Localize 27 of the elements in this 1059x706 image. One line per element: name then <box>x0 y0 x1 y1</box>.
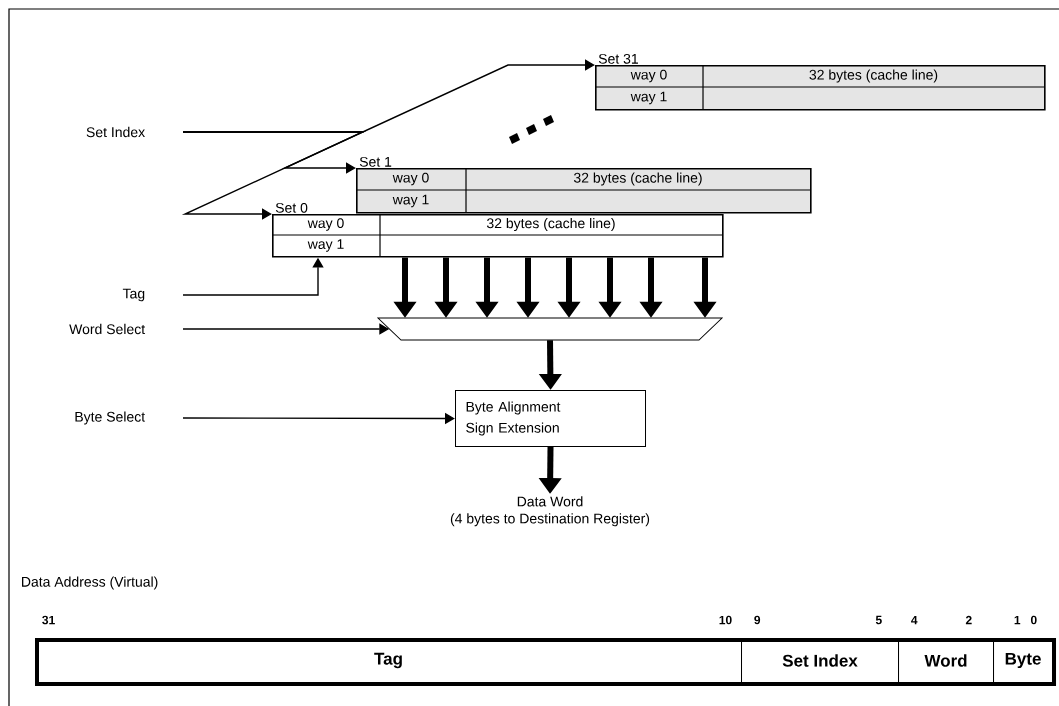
signal-label: Set Index <box>86 126 145 138</box>
bit-number: 2 <box>965 615 972 625</box>
signal-label: Tag <box>122 288 145 302</box>
bit-number: 5 <box>875 615 882 625</box>
signal-label: Word Select <box>69 323 145 335</box>
node-label: Set 1 <box>359 156 392 167</box>
address-register <box>35 638 1056 686</box>
register-field: Byte <box>993 638 1053 683</box>
caption-text: Data Address (Virtual) <box>22 576 158 590</box>
node-label: Set 31 <box>598 53 638 64</box>
node-label: Set 0 <box>275 202 308 213</box>
bit-number: 4 <box>911 615 918 625</box>
register-field: Word <box>898 638 994 683</box>
signal-label: Byte Select <box>75 411 145 425</box>
register-field: Tag <box>35 638 742 683</box>
bit-number: 31 <box>42 615 55 625</box>
process-box: Byte Alignment Sign Extension <box>455 390 646 447</box>
bit-number: 0 <box>1030 615 1037 625</box>
output-label: Data Word (4 bytes to Destination Register) <box>450 496 650 527</box>
cache-set-table: Set 1 way 0 32 bytes (cache line) way 1 <box>355 156 812 214</box>
cache-set-table: Set 31 way 0 32 bytes (cache line) way 1 <box>594 53 1046 111</box>
bit-number: 9 <box>754 615 761 625</box>
arrow <box>181 131 366 220</box>
bit-number: 1 <box>1014 615 1021 625</box>
multiplexer-shape <box>377 317 723 341</box>
register-field: Set Index <box>741 638 899 683</box>
bit-number: 10 <box>719 615 732 625</box>
